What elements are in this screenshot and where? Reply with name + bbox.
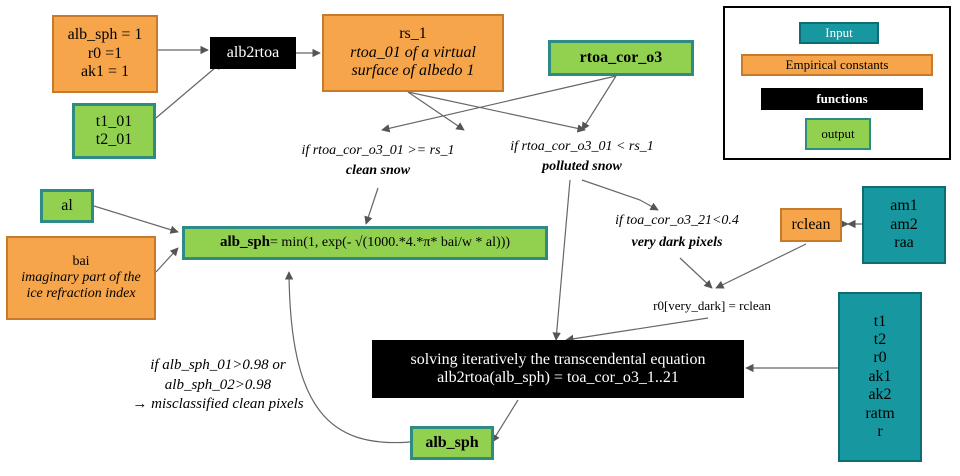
legend-input: Input: [799, 22, 879, 44]
clean-condition-label: if rtoa_cor_o3_01 >= rs_1: [301, 143, 455, 158]
al-input-box: al: [40, 189, 94, 223]
constants-box: alb_sph = 1 r0 =1 ak1 = 1: [52, 15, 158, 93]
legend: Input Empirical constants functions outp…: [723, 6, 951, 160]
solve-line-1: solving iteratively the transcendental e…: [410, 350, 706, 368]
rs1-description: rtoa_01 of a virtual surface of albedo 1: [350, 43, 476, 80]
param-line: ak1: [868, 367, 892, 385]
misclassified-line: alb_sph_02>0.98: [164, 376, 272, 393]
param-line: t1: [873, 312, 887, 330]
constant-line: ak1 = 1: [80, 63, 130, 81]
very-dark-pixels-label: very dark pixels: [631, 235, 723, 250]
dark-condition-label: if toa_cor_o3_21<0.4: [615, 213, 739, 228]
arrow-clean-to-formula: [364, 187, 379, 225]
polluted-snow-label: polluted snow: [542, 159, 622, 174]
polluted-condition-label: if rtoa_cor_o3_01 < rs_1: [510, 139, 654, 154]
legend-functions: functions: [761, 88, 923, 110]
param-line: ratm: [865, 404, 895, 422]
transmittance-input-box: t1_01 t2_01: [72, 103, 156, 159]
parameters-input-box: t1 t2 r0 ak1 ak2 ratm r: [838, 292, 922, 462]
angle-line: am1: [890, 197, 918, 215]
solve-line-2: alb2rtoa(alb_sph) = toa_cor_o3_1..21: [437, 369, 679, 386]
legend-output: output: [805, 118, 871, 150]
legend-constants: Empirical constants: [741, 54, 933, 76]
r0-assign-label: r0[very_dark] = rclean: [653, 298, 771, 313]
arrow-rclean-to-r0: [715, 243, 807, 289]
param-line: t2: [873, 331, 887, 349]
bai-box: bai imaginary part of the ice refraction…: [6, 236, 156, 320]
constant-line: r0 =1: [87, 44, 123, 62]
arrow-albsph-loop: [284, 271, 411, 444]
arrow-t-to-alb2rtoa: [155, 61, 223, 119]
arrow-polluted-to-dark: [581, 179, 659, 211]
angle-line: raa: [894, 234, 914, 252]
arrow-polluted-to-solve: [552, 179, 571, 341]
bai-description: imaginary part of the ice refraction ind…: [21, 269, 141, 302]
param-line: r: [877, 422, 883, 440]
bai-title: bai: [72, 253, 90, 269]
arrow-al-to-formula: [93, 205, 179, 234]
solve-equation-function: solving iteratively the transcendental e…: [372, 340, 744, 398]
rclean-box: rclean: [780, 208, 842, 242]
t-line: t2_01: [95, 131, 133, 148]
param-line: ak2: [868, 386, 892, 404]
arrow-dark-to-r0: [679, 257, 713, 289]
arrow-rtoa-to-clean: [381, 75, 617, 133]
alb2rtoa-function: alb2rtoa: [210, 37, 296, 69]
arrow-bai-to-formula: [155, 247, 179, 273]
misclassified-line: → misclassified clean pixels: [132, 396, 304, 412]
angle-line: am2: [890, 215, 918, 233]
constant-line: alb_sph = 1: [67, 26, 143, 44]
arrow-rs1-to-polluted: [407, 91, 586, 133]
angles-input-box: am1 am2 raa: [862, 186, 946, 264]
arrow-rs1-to-clean: [407, 91, 465, 131]
t-line: t1_01: [95, 112, 133, 130]
alb-sph-formula-var: alb_sph: [219, 234, 271, 251]
misclassified-note: if alb_sph_01>0.98 or alb_sph_02>0.98 → …: [98, 356, 338, 415]
alb-sph-formula-box: alb_sph = min(1, exp(- √(1000.*4.*π* bai…: [182, 226, 548, 260]
clean-snow-label: clean snow: [345, 163, 411, 178]
arrow-solve-to-albsph: [491, 399, 519, 443]
arrow-rtoa-to-polluted: [581, 75, 617, 131]
rs1-title: rs_1: [399, 25, 427, 43]
alb-sph-formula-expr: = min(1, exp(- √(1000.*4.*π* bai/w * al)…: [270, 234, 511, 250]
arrow-r0-to-solve: [565, 317, 709, 343]
param-line: r0: [873, 349, 887, 367]
alb-sph-output-box: alb_sph: [410, 426, 494, 460]
misclassified-line: if alb_sph_01>0.98 or: [150, 357, 286, 373]
rtoa-cor-o3-box: rtoa_cor_o3: [548, 40, 694, 76]
rs1-box: rs_1 rtoa_01 of a virtual surface of alb…: [322, 14, 504, 92]
